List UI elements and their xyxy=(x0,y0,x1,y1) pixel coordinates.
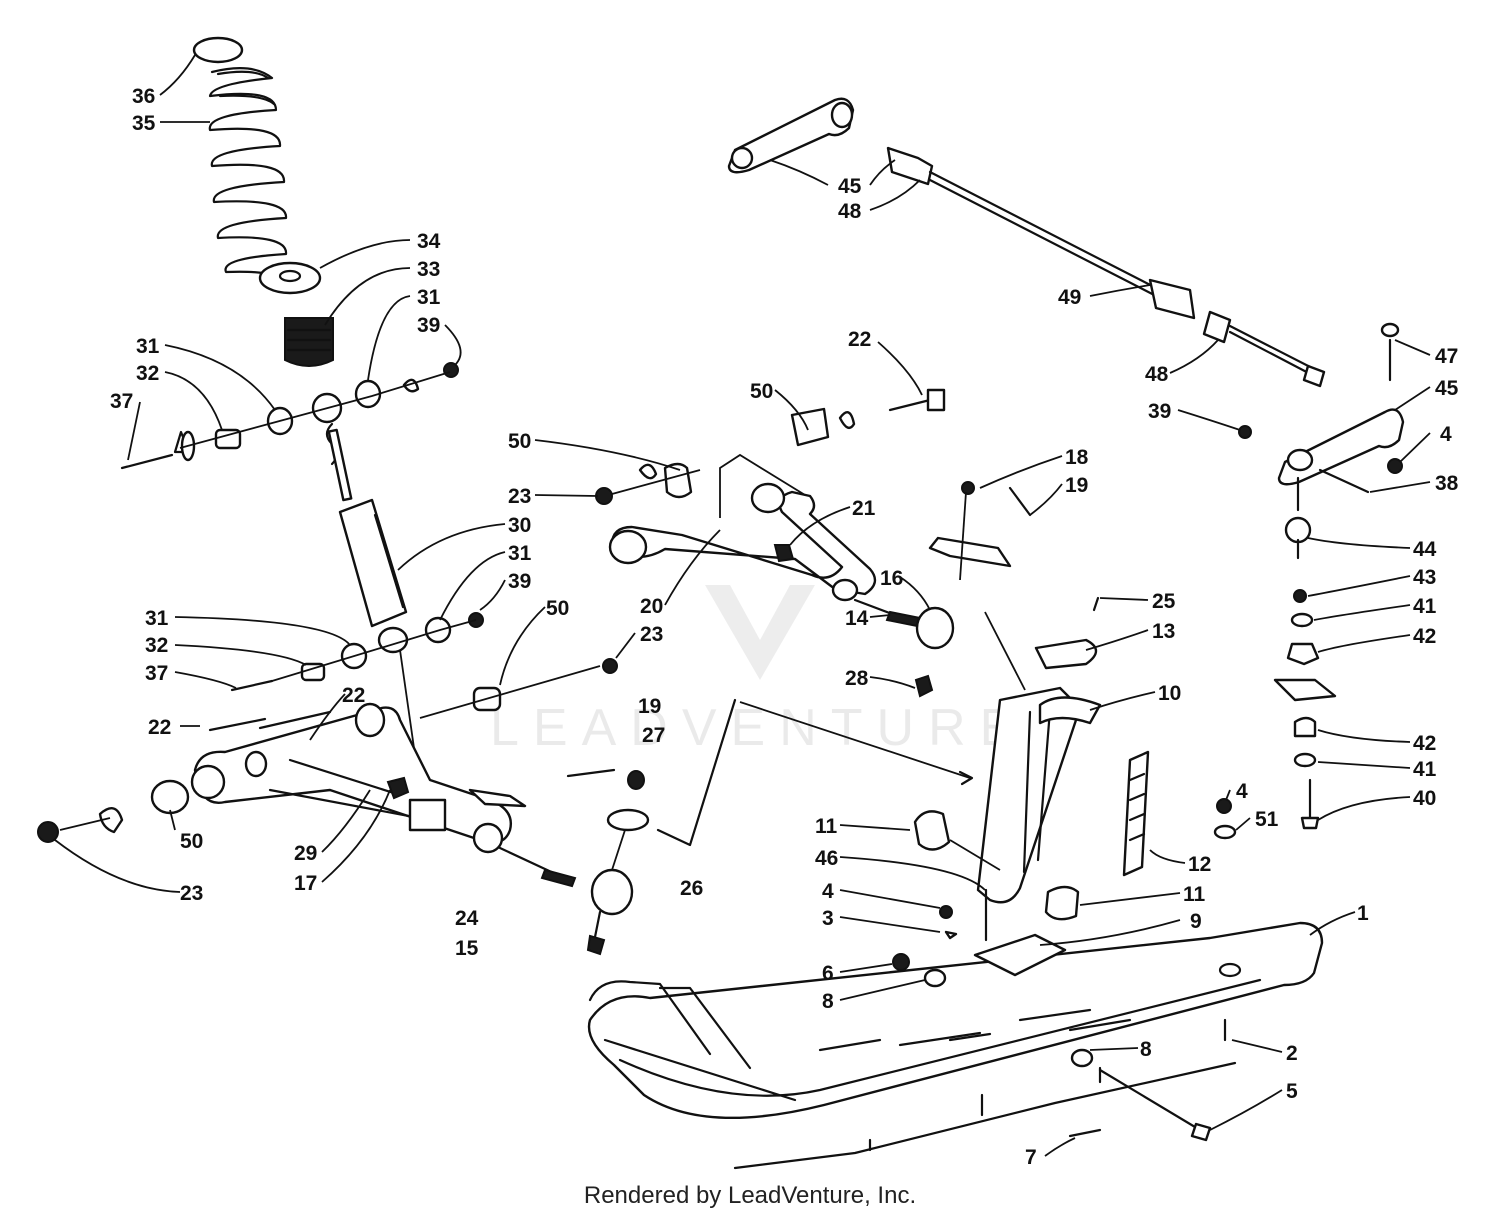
callout-3: 3 xyxy=(822,907,834,930)
callout-4: 4 xyxy=(1440,423,1452,446)
callout-29: 29 xyxy=(294,842,317,865)
callout-48: 48 xyxy=(838,200,862,223)
callout-17: 17 xyxy=(294,872,317,895)
callout-41: 41 xyxy=(1413,595,1437,618)
callout-23: 23 xyxy=(508,485,531,508)
callout-46: 46 xyxy=(815,847,838,870)
callout-9: 9 xyxy=(1190,910,1202,933)
callout-32: 32 xyxy=(145,634,168,657)
callout-25: 25 xyxy=(1152,590,1176,613)
leader-lines xyxy=(54,54,1431,1157)
tie-rod-assembly xyxy=(727,97,1405,512)
callout-1: 1 xyxy=(1357,902,1369,925)
callout-31: 31 xyxy=(508,542,532,565)
callout-11: 11 xyxy=(1183,883,1206,906)
callout-50: 50 xyxy=(180,830,203,853)
callout-21: 21 xyxy=(852,497,876,520)
callout-30: 30 xyxy=(508,514,531,537)
lower-a-arm xyxy=(37,658,618,854)
callout-48: 48 xyxy=(1145,363,1169,386)
callout-45: 45 xyxy=(1435,377,1459,400)
callout-31: 31 xyxy=(136,335,160,358)
callout-18: 18 xyxy=(1065,446,1089,469)
callout-41: 41 xyxy=(1413,758,1437,781)
callout-8: 8 xyxy=(822,990,834,1013)
callout-15: 15 xyxy=(455,937,479,960)
callout-50: 50 xyxy=(508,430,531,453)
callout-labels: 36 35 34 33 31 39 31 32 37 30 31 39 31 3… xyxy=(110,85,1459,1169)
callout-16: 16 xyxy=(880,567,903,590)
callout-22: 22 xyxy=(342,684,365,707)
callout-39: 39 xyxy=(417,314,440,337)
callout-47: 47 xyxy=(1435,345,1458,368)
callout-13: 13 xyxy=(1152,620,1175,643)
callout-50: 50 xyxy=(750,380,773,403)
callout-51: 51 xyxy=(1255,808,1279,831)
callout-40: 40 xyxy=(1413,787,1436,810)
callout-26: 26 xyxy=(680,877,703,900)
callout-4: 4 xyxy=(1236,780,1248,803)
callout-11: 11 xyxy=(815,815,838,838)
callout-19: 19 xyxy=(1065,474,1088,497)
callout-14: 14 xyxy=(845,607,869,630)
callout-23: 23 xyxy=(180,882,203,905)
footer-credit: Rendered by LeadVenture, Inc. xyxy=(583,1182,917,1209)
callout-39: 39 xyxy=(508,570,531,593)
watermark-text: LEADVENTURE xyxy=(490,699,1028,757)
callout-8: 8 xyxy=(1140,1038,1152,1061)
callout-24: 24 xyxy=(455,907,479,930)
callout-32: 32 xyxy=(136,362,159,385)
callout-27: 27 xyxy=(642,724,665,747)
callout-31: 31 xyxy=(417,286,441,309)
callout-19: 19 xyxy=(638,695,661,718)
callout-22: 22 xyxy=(148,716,171,739)
lower-ball-joint xyxy=(498,768,650,956)
spindle-assembly xyxy=(913,481,1150,921)
callout-49: 49 xyxy=(1058,286,1081,309)
callout-10: 10 xyxy=(1158,682,1181,705)
callout-45: 45 xyxy=(838,175,862,198)
callout-35: 35 xyxy=(132,112,156,135)
callout-34: 34 xyxy=(417,230,441,253)
upper-ball-joint xyxy=(853,598,955,698)
callout-28: 28 xyxy=(845,667,869,690)
callout-4: 4 xyxy=(822,880,834,903)
upper-shock-hardware xyxy=(120,362,459,470)
callout-39: 39 xyxy=(1148,400,1171,423)
sway-bar xyxy=(656,698,974,847)
callout-44: 44 xyxy=(1413,538,1437,561)
callout-22: 22 xyxy=(848,328,871,351)
callout-31: 31 xyxy=(145,607,169,630)
shock-spring-assembly xyxy=(192,36,409,654)
callout-42: 42 xyxy=(1413,625,1436,648)
callout-38: 38 xyxy=(1435,472,1459,495)
callout-12: 12 xyxy=(1188,853,1211,876)
ski xyxy=(587,888,1324,1170)
callout-7: 7 xyxy=(1025,1146,1037,1169)
callout-20: 20 xyxy=(640,595,663,618)
callout-37: 37 xyxy=(145,662,168,685)
callout-6: 6 xyxy=(822,962,834,985)
callout-5: 5 xyxy=(1286,1080,1298,1103)
callout-37: 37 xyxy=(110,390,133,413)
watermark: LEADVENTURE xyxy=(490,585,1028,757)
callout-2: 2 xyxy=(1286,1042,1298,1065)
callout-36: 36 xyxy=(132,85,155,108)
callout-43: 43 xyxy=(1413,566,1436,589)
callout-50: 50 xyxy=(546,597,569,620)
ski-stop-stack xyxy=(1213,516,1337,840)
callout-33: 33 xyxy=(417,258,440,281)
callout-23: 23 xyxy=(640,623,663,646)
callout-42: 42 xyxy=(1413,732,1436,755)
